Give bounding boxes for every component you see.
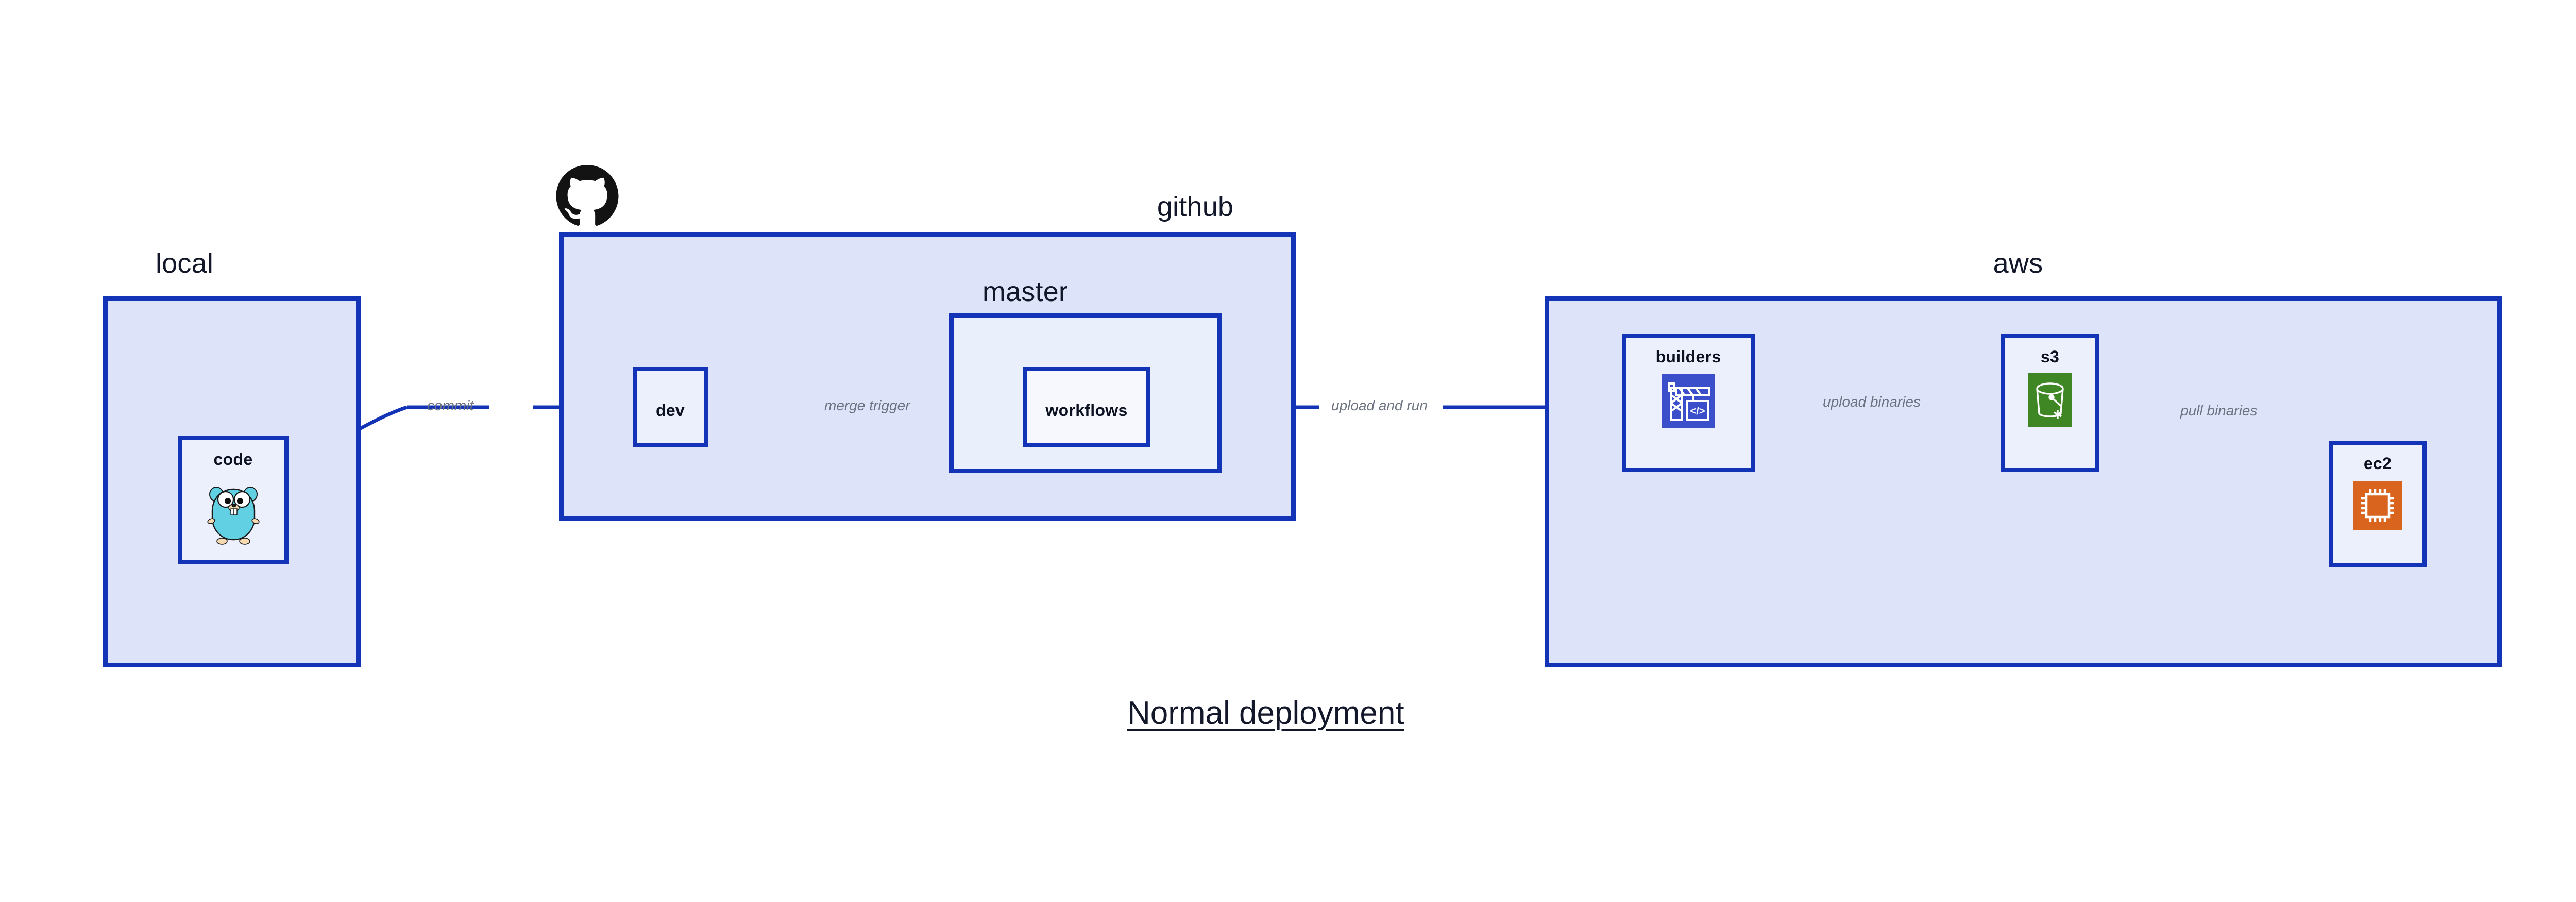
node-code[interactable]: code bbox=[178, 436, 289, 564]
edge-label-pull-binaries: pull binaries bbox=[2177, 403, 2261, 418]
edge-label-upload-binaries: upload binaries bbox=[1820, 394, 1924, 409]
go-gopher-icon bbox=[205, 480, 262, 547]
group-label-master: master bbox=[982, 276, 1069, 307]
node-s3-label: s3 bbox=[2040, 347, 2060, 366]
group-label-aws: aws bbox=[1993, 248, 2043, 279]
node-s3[interactable]: s3 bbox=[2001, 334, 2099, 472]
node-ec2[interactable]: ec2 bbox=[2329, 441, 2427, 567]
svg-text:</>: </> bbox=[1690, 406, 1705, 417]
aws-s3-icon bbox=[2028, 373, 2072, 427]
edge-label-merge-trigger: merge trigger bbox=[821, 398, 913, 413]
node-ec2-label: ec2 bbox=[2363, 454, 2392, 473]
group-label-github: github bbox=[1157, 191, 1234, 222]
edge-label-upload-and-run: upload and run bbox=[1331, 397, 1428, 413]
node-workflows[interactable]: workflows bbox=[1023, 367, 1150, 447]
aws-ec2-icon bbox=[2353, 481, 2402, 530]
edge-label-commit: commit bbox=[427, 397, 474, 413]
node-code-label: code bbox=[213, 450, 253, 469]
group-label-local: local bbox=[155, 248, 214, 279]
diagram-caption: Normal deployment bbox=[1127, 695, 1404, 731]
node-dev-label: dev bbox=[655, 401, 685, 420]
node-builders-label: builders bbox=[1655, 347, 1721, 366]
aws-codebuild-icon: </> bbox=[1662, 374, 1715, 428]
node-dev[interactable]: dev bbox=[633, 367, 708, 447]
github-octocat-icon bbox=[555, 165, 619, 227]
node-builders[interactable]: builders bbox=[1622, 334, 1755, 472]
node-workflows-label: workflows bbox=[1045, 401, 1128, 420]
